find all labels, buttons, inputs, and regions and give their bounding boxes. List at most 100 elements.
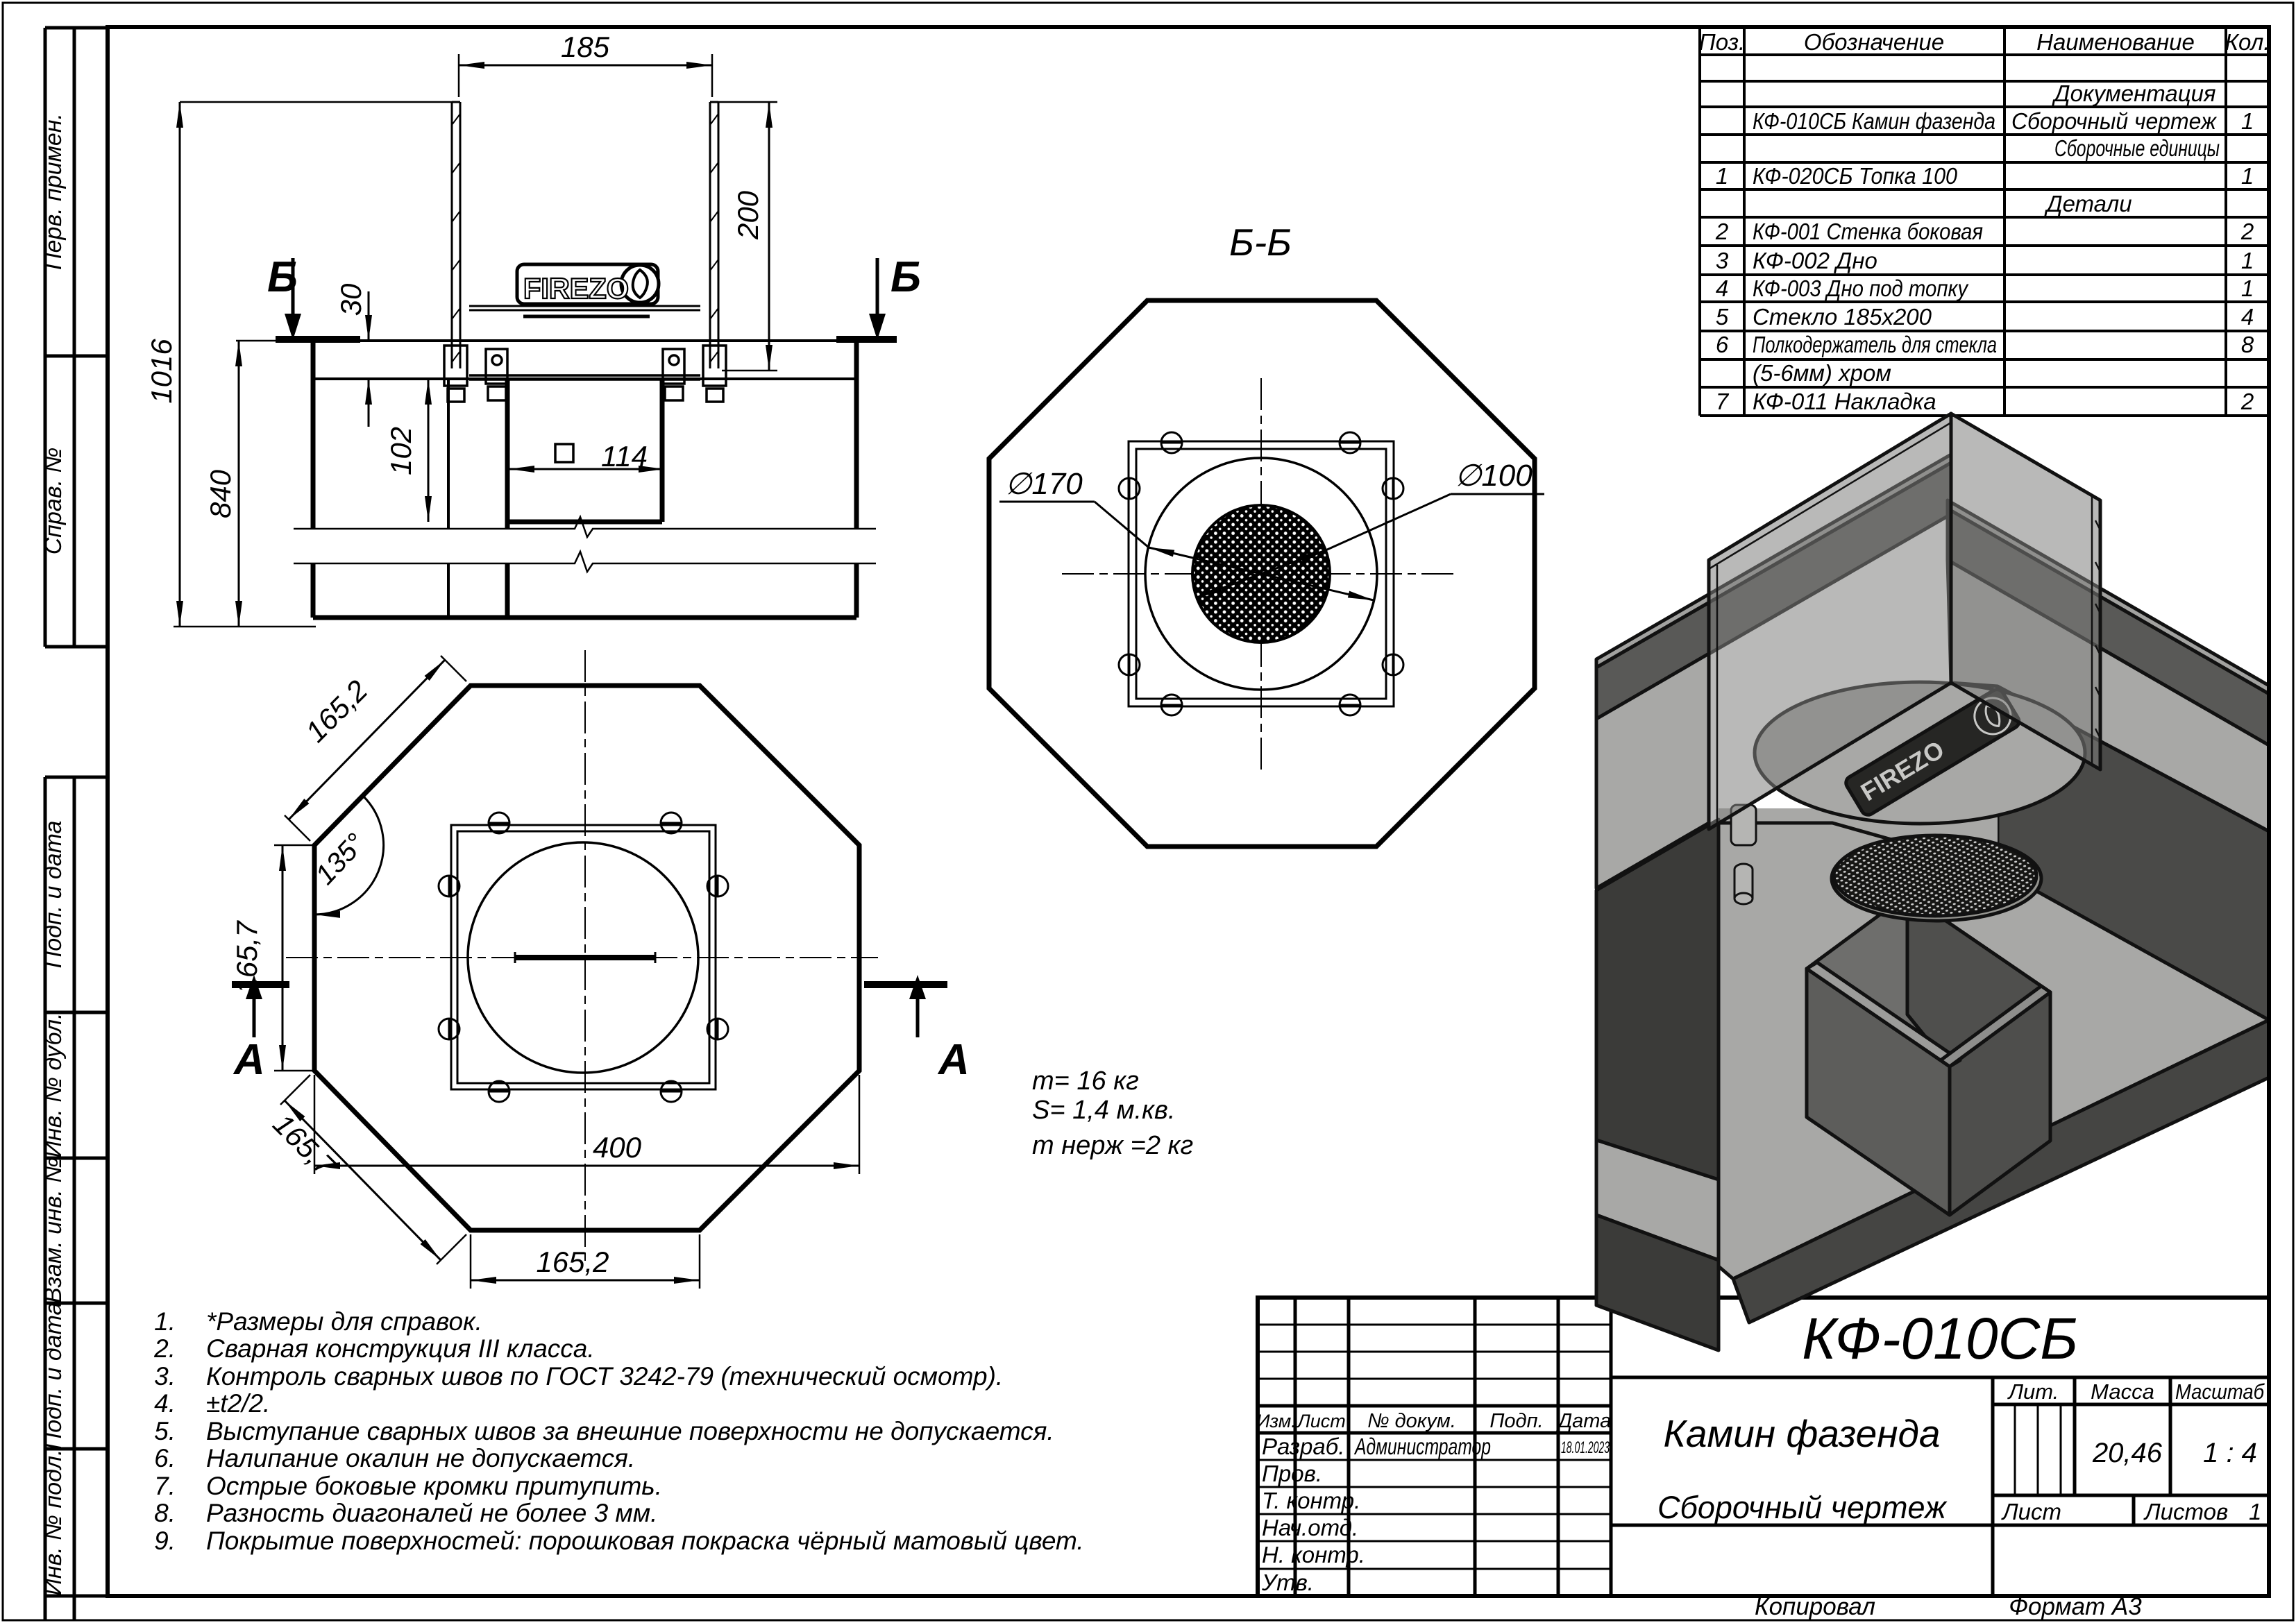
svg-text:4: 4 bbox=[2241, 304, 2254, 330]
svg-text:Полкодержатель для стекла: Полкодержатель для стекла bbox=[1753, 332, 1997, 357]
svg-text:9.: 9. bbox=[154, 1527, 176, 1555]
svg-text:8: 8 bbox=[2241, 332, 2254, 357]
svg-text:Стекло 185х200: Стекло 185х200 bbox=[1753, 304, 1932, 330]
svg-text:114: 114 bbox=[601, 440, 648, 473]
svg-text:Покрытие поверхностей: порошко: Покрытие поверхностей: порошковая покрас… bbox=[206, 1527, 1084, 1555]
svg-text:A: A bbox=[937, 1036, 970, 1084]
svg-text:3.: 3. bbox=[154, 1362, 176, 1391]
svg-text:Сборочный чертеж: Сборочный чертеж bbox=[2011, 108, 2217, 134]
svg-text:2: 2 bbox=[2240, 219, 2254, 244]
svg-text:Инв. № подл.: Инв. № подл. bbox=[40, 1450, 67, 1596]
svg-text:Выступание сварных швов за вне: Выступание сварных швов за внешние повер… bbox=[206, 1417, 1054, 1445]
svg-text:1016: 1016 bbox=[145, 339, 178, 404]
svg-text:FIREZO: FIREZO bbox=[523, 272, 629, 305]
svg-text:Инв. № дубл.: Инв. № дубл. bbox=[40, 1012, 67, 1157]
svg-text:Перв. примен.: Перв. примен. bbox=[40, 113, 67, 270]
svg-text:1: 1 bbox=[1716, 163, 1728, 189]
svg-text:4: 4 bbox=[1716, 275, 1728, 301]
svg-text:Дата: Дата bbox=[1556, 1410, 1612, 1432]
svg-text:6: 6 bbox=[1716, 332, 1729, 357]
svg-text:Копировал: Копировал bbox=[1755, 1593, 1875, 1620]
svg-text:Пров.: Пров. bbox=[1262, 1461, 1322, 1486]
svg-text:5.: 5. bbox=[154, 1417, 176, 1445]
svg-text:Сварная конструкция III класса: Сварная конструкция III класса. bbox=[206, 1334, 595, 1363]
svg-text:1: 1 bbox=[2241, 248, 2254, 273]
svg-text:∅170: ∅170 bbox=[1005, 467, 1083, 501]
svg-text:Обозначение: Обозначение bbox=[1804, 29, 1944, 55]
svg-text:Поз.: Поз. bbox=[1699, 29, 1745, 55]
svg-text:∅100: ∅100 bbox=[1455, 459, 1533, 493]
svg-text:Подп. и дата: Подп. и дата bbox=[40, 821, 67, 969]
svg-text:S= 1,4 м.кв.: S= 1,4 м.кв. bbox=[1032, 1096, 1175, 1125]
svg-text:*Размеры для справок.: *Размеры для справок. bbox=[206, 1307, 482, 1336]
svg-text:(5-6мм) хром: (5-6мм) хром bbox=[1753, 360, 1891, 386]
svg-text:Камин фазенда: Камин фазенда bbox=[1664, 1412, 1941, 1455]
svg-text:Лит.: Лит. bbox=[2007, 1379, 2059, 1404]
svg-text:КФ-001 Стенка боковая: КФ-001 Стенка боковая bbox=[1753, 219, 1983, 244]
svg-text:1: 1 bbox=[2241, 163, 2254, 189]
svg-text:2.: 2. bbox=[153, 1334, 176, 1363]
svg-text:Разраб.: Разраб. bbox=[1262, 1434, 1344, 1459]
svg-text:m нерж =2 кг: m нерж =2 кг bbox=[1032, 1131, 1193, 1160]
svg-text:840: 840 bbox=[204, 469, 237, 518]
svg-text:±t2/2.: ±t2/2. bbox=[206, 1389, 270, 1418]
svg-text:7: 7 bbox=[1716, 389, 1730, 414]
svg-text:№ докум.: № докум. bbox=[1367, 1410, 1456, 1432]
svg-text:Утв.: Утв. bbox=[1261, 1570, 1314, 1595]
svg-text:165,7: 165,7 bbox=[230, 920, 263, 994]
svg-text:Листов: Листов bbox=[2143, 1499, 2228, 1524]
svg-text:Лист: Лист bbox=[1296, 1411, 1346, 1431]
svg-text:A: A bbox=[233, 1036, 265, 1084]
svg-text:Кол.: Кол. bbox=[2225, 29, 2270, 55]
svg-text:18.01.2023: 18.01.2023 bbox=[1561, 1438, 1610, 1457]
svg-text:1: 1 bbox=[2249, 1499, 2261, 1524]
svg-text:Сборочные единицы: Сборочные единицы bbox=[2054, 135, 2220, 161]
svg-text:5: 5 bbox=[1716, 304, 1729, 330]
svg-text:Б: Б bbox=[890, 253, 921, 301]
svg-text:1: 1 bbox=[2241, 108, 2254, 134]
svg-text:КФ-011 Накладка: КФ-011 Накладка bbox=[1753, 389, 1936, 414]
svg-text:Подп.: Подп. bbox=[1489, 1410, 1543, 1432]
svg-text:Взам. инв. №: Взам. инв. № bbox=[40, 1157, 67, 1303]
svg-text:1 : 4: 1 : 4 bbox=[2203, 1438, 2257, 1468]
svg-text:КФ-003 Дно под топку: КФ-003 Дно под топку bbox=[1753, 275, 1969, 301]
svg-text:185: 185 bbox=[561, 31, 610, 63]
svg-text:Т. контр.: Т. контр. bbox=[1262, 1488, 1360, 1513]
svg-text:102: 102 bbox=[385, 427, 417, 475]
svg-text:2: 2 bbox=[2240, 389, 2254, 414]
svg-text:Администратор: Администратор bbox=[1354, 1434, 1491, 1459]
svg-text:КФ-002 Дно: КФ-002 Дно bbox=[1753, 248, 1877, 273]
svg-text:Справ. №: Справ. № bbox=[40, 448, 67, 555]
svg-text:1.: 1. bbox=[154, 1307, 176, 1336]
svg-text:1: 1 bbox=[2241, 275, 2254, 301]
svg-text:Формат А3: Формат А3 bbox=[2009, 1593, 2142, 1620]
svg-text:400: 400 bbox=[593, 1131, 642, 1164]
svg-text:Масштаб: Масштаб bbox=[2175, 1379, 2265, 1404]
svg-text:Изм.: Изм. bbox=[1256, 1411, 1297, 1431]
svg-text:6.: 6. bbox=[154, 1444, 176, 1472]
svg-text:165,2: 165,2 bbox=[536, 1246, 609, 1278]
svg-text:Разность диагоналей не более 3: Разность диагоналей не более 3 мм. bbox=[206, 1499, 657, 1527]
svg-text:30: 30 bbox=[335, 283, 367, 316]
svg-text:КФ-010СБ: КФ-010СБ bbox=[1802, 1306, 2078, 1371]
svg-text:20,46: 20,46 bbox=[2092, 1438, 2163, 1468]
svg-text:2: 2 bbox=[1715, 219, 1728, 244]
svg-text:КФ-010СБ Камин фазенда: КФ-010СБ Камин фазенда bbox=[1753, 108, 1995, 134]
svg-text:Нач.отд.: Нач.отд. bbox=[1262, 1515, 1358, 1540]
svg-text:4.: 4. bbox=[154, 1389, 176, 1418]
svg-text:Б-Б: Б-Б bbox=[1229, 221, 1292, 264]
svg-text:Масса: Масса bbox=[2091, 1379, 2154, 1404]
svg-text:Наименование: Наименование bbox=[2036, 29, 2195, 55]
svg-text:8.: 8. bbox=[154, 1499, 176, 1527]
svg-text:m= 16 кг: m= 16 кг bbox=[1032, 1067, 1139, 1096]
svg-text:Б: Б bbox=[267, 253, 298, 301]
svg-text:Лист: Лист bbox=[2001, 1499, 2061, 1524]
svg-text:Н. контр.: Н. контр. bbox=[1262, 1542, 1365, 1567]
svg-text:Острые боковые кромки притупит: Острые боковые кромки притупить. bbox=[206, 1472, 662, 1500]
svg-text:Контроль сварных швов по ГОСТ: Контроль сварных швов по ГОСТ 3242-79 (т… bbox=[206, 1362, 1003, 1391]
svg-text:200: 200 bbox=[732, 190, 764, 240]
svg-text:7.: 7. bbox=[154, 1472, 176, 1500]
svg-text:Документация: Документация bbox=[2051, 80, 2215, 106]
svg-text:3: 3 bbox=[1716, 248, 1729, 273]
svg-text:КФ-020СБ Топка 100: КФ-020СБ Топка 100 bbox=[1753, 163, 1958, 189]
